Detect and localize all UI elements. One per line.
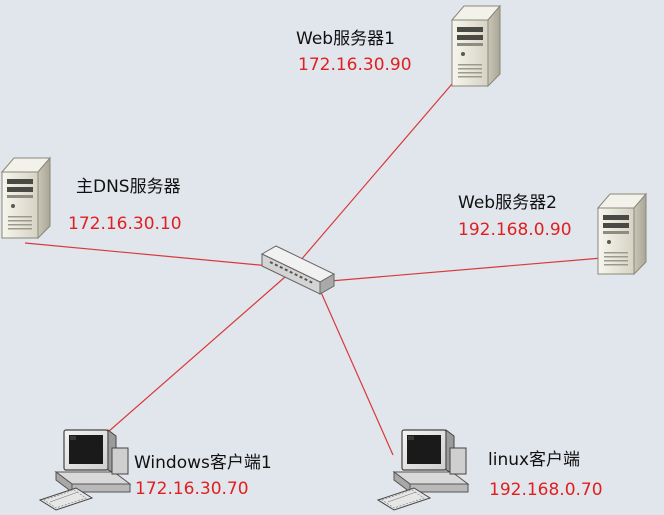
linux-client-name-label: linux客户端 (488, 450, 581, 470)
link-switch-linux-client (319, 289, 394, 456)
link-switch-web1 (299, 83, 453, 262)
windows-client-ip-label: 172.16.30.70 (135, 479, 249, 499)
web1-name-label: Web服务器1 (296, 29, 395, 49)
link-switch-windows-client (99, 276, 286, 440)
web2-ip-label: 192.168.0.90 (458, 220, 572, 240)
web2-name-label: Web服务器2 (458, 193, 557, 213)
network-switch-icon (260, 245, 336, 295)
server-tower-icon (1, 157, 51, 239)
dns-name-label: 主DNS服务器 (76, 177, 181, 197)
desktop-computer-icon (39, 429, 131, 511)
link-switch-web2 (329, 257, 603, 282)
dns-ip-label: 172.16.30.10 (68, 214, 182, 234)
web1-ip-label: 172.16.30.90 (298, 55, 412, 75)
windows-client-name-label: Windows客户端1 (134, 453, 272, 473)
linux-client-ip-label: 192.168.0.70 (489, 480, 603, 500)
server-tower-icon (451, 5, 501, 87)
desktop-computer-icon (377, 429, 469, 511)
link-switch-dns (24, 242, 271, 267)
server-tower-icon (597, 193, 647, 275)
